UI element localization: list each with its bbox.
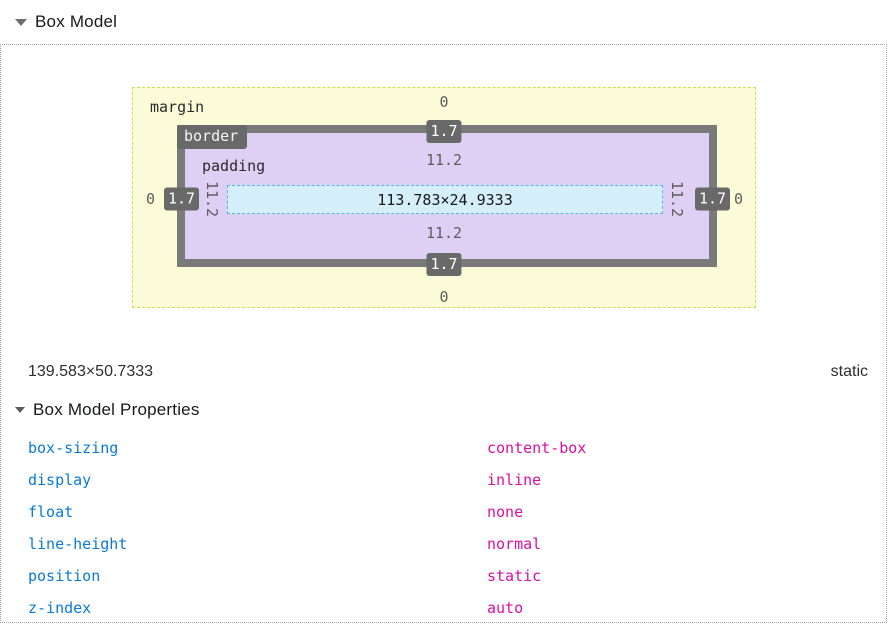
property-name[interactable]: position — [28, 567, 101, 585]
property-name[interactable]: box-sizing — [28, 439, 119, 457]
property-row: z-index auto — [0, 592, 888, 624]
panel-title: Box Model — [35, 12, 118, 31]
property-value[interactable]: normal — [487, 535, 542, 553]
property-value[interactable]: static — [487, 567, 542, 585]
padding-left-value[interactable]: 11.2 — [203, 180, 221, 218]
border-right-value[interactable]: 1.7 — [695, 187, 731, 211]
property-name[interactable]: z-index — [28, 599, 92, 617]
property-row: position static — [0, 560, 888, 592]
border-left-value[interactable]: 1.7 — [164, 187, 200, 211]
margin-bottom-value[interactable]: 0 — [439, 288, 449, 306]
panel-dotted-border — [0, 44, 887, 623]
element-position-value: static — [830, 363, 868, 380]
property-value[interactable]: auto — [487, 599, 524, 617]
content-region[interactable]: 113.783×24.9333 — [227, 185, 663, 214]
margin-top-value[interactable]: 0 — [439, 93, 449, 111]
collapse-triangle-icon[interactable] — [15, 407, 25, 413]
collapse-triangle-icon[interactable] — [15, 18, 27, 26]
margin-label: margin — [150, 98, 205, 116]
element-summary-row: 139.583×50.7333 static — [0, 358, 888, 386]
padding-label: padding — [202, 157, 266, 175]
box-model-diagram: 113.783×24.9333 margin border padding 0 … — [132, 87, 756, 308]
property-row: line-height normal — [0, 528, 888, 560]
border-top-value[interactable]: 1.7 — [426, 120, 462, 143]
properties-title: Box Model Properties — [33, 400, 200, 419]
property-value[interactable]: none — [487, 503, 524, 521]
property-row: box-sizing content-box — [0, 432, 888, 464]
border-bottom-value[interactable]: 1.7 — [426, 253, 462, 276]
margin-left-value[interactable]: 0 — [146, 190, 156, 208]
margin-right-value[interactable]: 0 — [734, 190, 744, 208]
padding-right-value[interactable]: 11.2 — [668, 180, 686, 218]
property-name[interactable]: line-height — [28, 535, 128, 553]
property-value[interactable]: content-box — [487, 439, 587, 457]
box-model-properties-header[interactable]: Box Model Properties — [0, 396, 888, 424]
padding-top-value[interactable]: 11.2 — [425, 151, 463, 169]
box-model-section-header[interactable]: Box Model — [0, 8, 888, 36]
property-row: display inline — [0, 464, 888, 496]
property-name[interactable]: display — [28, 471, 92, 489]
content-dimensions: 113.783×24.9333 — [377, 190, 513, 209]
property-row: float none — [0, 496, 888, 528]
element-dimensions: 139.583×50.7333 — [28, 363, 154, 380]
property-name[interactable]: float — [28, 503, 74, 521]
padding-bottom-value[interactable]: 11.2 — [425, 224, 463, 242]
property-value[interactable]: inline — [487, 471, 542, 489]
border-label-tag: border — [177, 125, 248, 149]
